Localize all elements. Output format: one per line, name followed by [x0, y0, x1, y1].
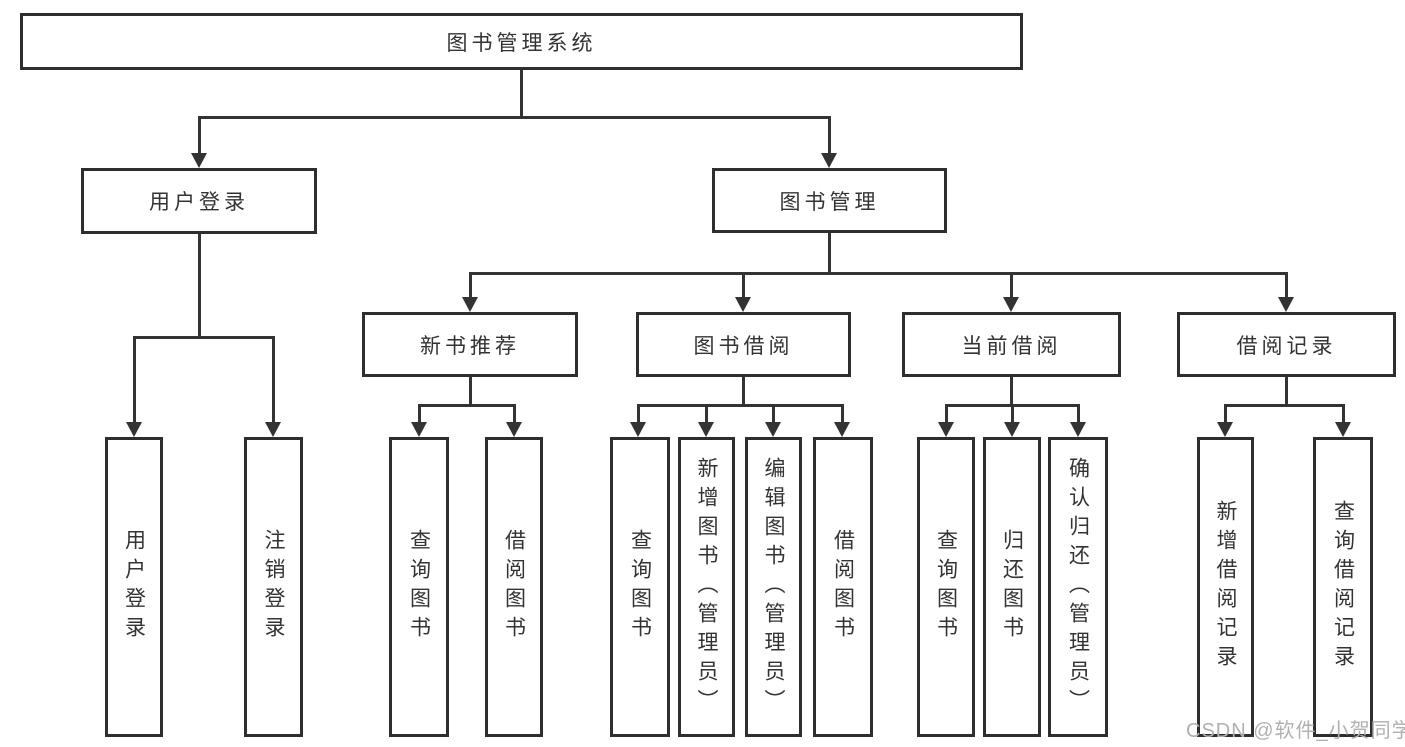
- arrow-bookborrow-leaf-1: [630, 406, 646, 437]
- leaf-borrow-query-books: 查询图书: [610, 437, 670, 737]
- leaf-records-query-record-label: 查询借阅记录: [1331, 500, 1355, 674]
- node-root: 图书管理系统: [20, 13, 1023, 70]
- leaf-borrow-edit-books-admin: 编辑图书（管理员）: [745, 437, 802, 737]
- arrow-records-leaf-2: [1335, 406, 1351, 437]
- arrow-to-current-borrow: [1003, 273, 1019, 312]
- node-book-mgmt-label: 图书管理: [779, 190, 880, 214]
- connector-root-hline: [198, 116, 831, 119]
- connector-currentborrow-vline: [1010, 376, 1013, 407]
- arrow-to-borrow-records: [1278, 273, 1294, 312]
- leaf-current-query-books-label: 查询图书: [934, 529, 958, 645]
- leaf-logout: 注销登录: [244, 437, 303, 737]
- leaf-newbook-query-books-label: 查询图书: [407, 529, 431, 645]
- leaf-current-confirm-return-admin: 确认归还（管理员）: [1048, 437, 1108, 737]
- connector-newbook-hline: [418, 404, 516, 407]
- node-book-mgmt: 图书管理: [712, 168, 947, 233]
- arrow-currentborrow-leaf-2: [1004, 406, 1020, 437]
- leaf-user-login: 用户登录: [105, 437, 163, 737]
- connector-bookmgmt-hline: [469, 272, 1288, 275]
- leaf-newbook-borrow-books-label: 借阅图书: [502, 529, 526, 645]
- leaf-user-login-label: 用户登录: [122, 529, 146, 645]
- leaf-borrow-edit-books-admin-label: 编辑图书（管理员）: [762, 456, 785, 718]
- leaf-records-add-record: 新增借阅记录: [1197, 437, 1254, 737]
- leaf-current-query-books: 查询图书: [917, 437, 975, 737]
- leaf-borrow-add-books-admin-label: 新增图书（管理员）: [695, 456, 718, 718]
- connector-records-vline: [1285, 376, 1288, 407]
- connector-records-hline: [1224, 404, 1345, 407]
- arrow-to-leaf-login: [126, 337, 142, 437]
- arrow-to-new-book-rec: [462, 273, 478, 312]
- arrow-to-user-login: [191, 118, 207, 168]
- connector-root-vline: [520, 70, 523, 118]
- node-current-borrow-label: 当前借阅: [961, 334, 1062, 358]
- connector-bookborrow-hline: [637, 404, 844, 407]
- leaf-logout-label: 注销登录: [262, 529, 285, 645]
- arrow-bookborrow-leaf-2: [698, 406, 714, 437]
- leaf-borrow-borrow-books-label: 借阅图书: [831, 529, 855, 645]
- leaf-current-return-books: 归还图书: [983, 437, 1041, 737]
- csdn-watermark: CSDN @软件_小贺同学: [1186, 720, 1405, 742]
- node-current-borrow: 当前借阅: [902, 312, 1121, 377]
- connector-userlogin-vline: [198, 233, 201, 338]
- node-new-book-rec: 新书推荐: [362, 312, 578, 377]
- arrow-bookborrow-leaf-3: [765, 406, 781, 437]
- arrow-records-leaf-1: [1217, 406, 1233, 437]
- node-root-label: 图书管理系统: [446, 31, 597, 55]
- node-new-book-rec-label: 新书推荐: [420, 334, 520, 358]
- arrow-newbook-leaf-1: [411, 406, 427, 437]
- connector-newbook-vline: [469, 376, 472, 407]
- leaf-borrow-add-books-admin: 新增图书（管理员）: [678, 437, 735, 737]
- leaf-current-return-books-label: 归还图书: [1000, 529, 1024, 645]
- node-borrow-records: 借阅记录: [1177, 312, 1396, 377]
- connector-bookborrow-vline: [742, 376, 745, 407]
- leaf-records-query-record: 查询借阅记录: [1313, 437, 1373, 737]
- arrow-currentborrow-leaf-3: [1070, 406, 1086, 437]
- arrow-newbook-leaf-2: [506, 406, 522, 437]
- node-borrow-records-label: 借阅记录: [1236, 334, 1337, 358]
- leaf-records-add-record-label: 新增借阅记录: [1214, 500, 1237, 674]
- arrow-to-book-borrow: [735, 273, 751, 312]
- leaf-newbook-borrow-books: 借阅图书: [485, 437, 543, 737]
- arrow-to-leaf-logout: [265, 337, 281, 437]
- arrow-bookborrow-leaf-4: [834, 406, 850, 437]
- leaf-borrow-query-books-label: 查询图书: [628, 529, 652, 645]
- arrow-to-book-mgmt: [821, 118, 837, 168]
- node-book-borrow: 图书借阅: [636, 312, 851, 377]
- leaf-borrow-borrow-books: 借阅图书: [813, 437, 873, 737]
- leaf-current-confirm-return-admin-label: 确认归还（管理员）: [1066, 456, 1090, 718]
- arrow-currentborrow-leaf-1: [938, 406, 954, 437]
- node-book-borrow-label: 图书借阅: [693, 334, 794, 358]
- connector-currentborrow-hline: [945, 404, 1080, 407]
- node-user-login-label: 用户登录: [149, 191, 249, 214]
- connector-bookmgmt-vline: [828, 232, 831, 274]
- leaf-newbook-query-books: 查询图书: [389, 437, 449, 737]
- node-user-login: 用户登录: [81, 168, 317, 234]
- connector-userlogin-hline: [133, 336, 275, 339]
